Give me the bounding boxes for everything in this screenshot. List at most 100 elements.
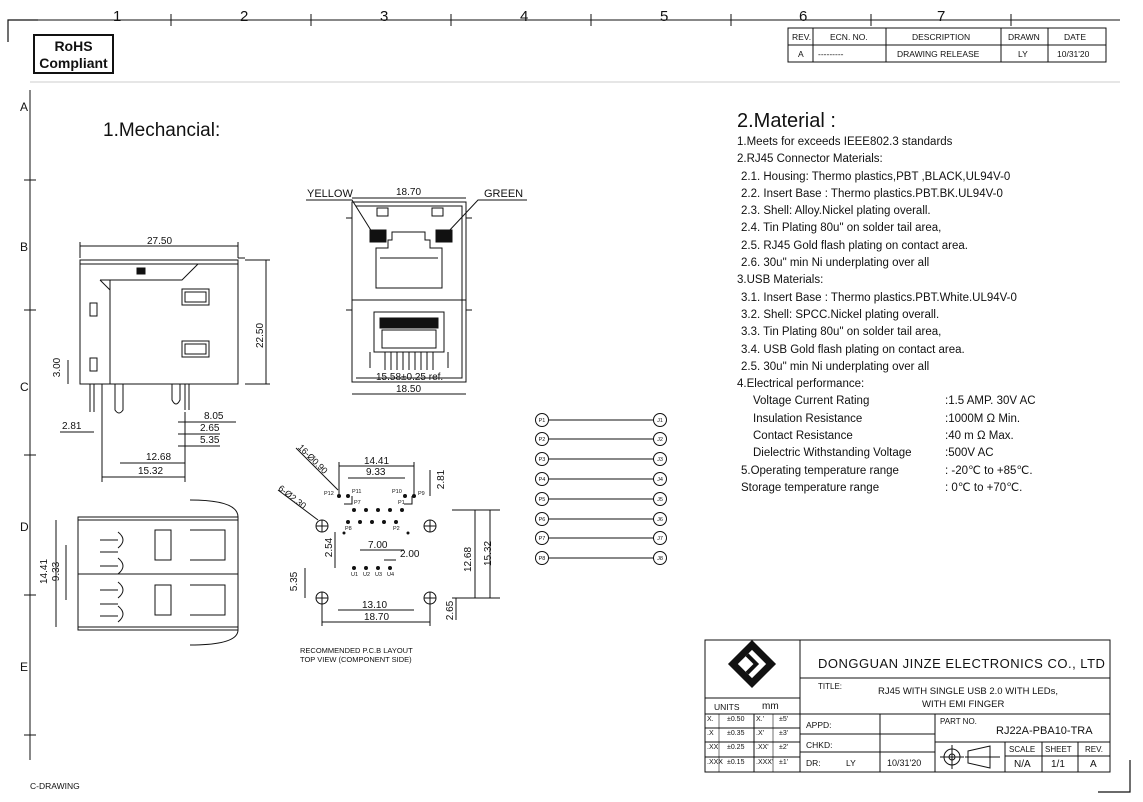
company-name: DONGGUAN JINZE ELECTRONICS CO., LTD [818, 656, 1106, 671]
ecn-header: ECN. NO. [830, 32, 868, 42]
spec-value: :40 m Ω Max. [945, 430, 1014, 443]
grid-label: 3 [380, 8, 389, 25]
pin-label: P1 [398, 500, 405, 506]
dim-281: 2.81 [62, 421, 82, 432]
drawn-date: 10/31'20 [887, 758, 922, 768]
dim-1441: 14.41 [39, 558, 51, 585]
description-value: DRAWING RELEASE [897, 49, 980, 59]
spec-value: :1000M Ω Min. [945, 412, 1021, 425]
side-view [60, 242, 270, 482]
pin-label: P9 [418, 491, 425, 497]
grid-label: A [20, 100, 29, 114]
dr-label: DR: [806, 758, 821, 768]
spec-label: 5.Operating temperature range [741, 464, 899, 477]
grid-left-ticks [24, 90, 36, 760]
scale-value: N/A [1014, 759, 1031, 770]
sheet-label: SHEET [1045, 745, 1072, 754]
spec-row: Contact Resistance:40 m Ω Max. [737, 428, 1137, 445]
chkd-label: CHKD: [806, 740, 833, 750]
tolerance-cell: ±1' [779, 759, 789, 766]
material-lines: 1.Meets for exceeds IEEE802.3 standards 2… [737, 134, 1137, 393]
part-number: RJ22A-PBA10-TRA [996, 725, 1093, 737]
tolerance-cell: X. [707, 716, 714, 723]
rev-header: REV. [792, 32, 812, 42]
temperature-specs: 5.Operating temperature range : -20℃ to +… [737, 463, 1137, 498]
pcb-caption: RECOMMENDED P.C.B LAYOUT TOP VIEW (COMPO… [300, 646, 413, 664]
tolerance-cell: .XXX' [756, 759, 774, 766]
tolerance-cell: X.' [756, 716, 764, 723]
drawn-by: LY [846, 758, 856, 768]
dim-width: 27.50 [147, 236, 173, 247]
tolerance-cell: ±3' [779, 730, 789, 737]
led-yellow-label: YELLOW [307, 188, 353, 200]
revision-table-lines [787, 27, 1107, 63]
dim-1532: 15.32 [138, 466, 164, 477]
tolerance-cell: .XXX [707, 759, 723, 766]
spec-row: Insulation Resistance :1000M Ω Min. [737, 411, 1137, 428]
spec-label: Dielectric Withstanding Voltage [753, 447, 912, 460]
date-header: DATE [1064, 32, 1087, 42]
material-line: 2.1. Housing: Thermo plastics,PBT ,BLACK… [741, 170, 1011, 183]
appd-label: APPD: [806, 720, 832, 730]
material-line: 2.RJ45 Connector Materials: [737, 153, 883, 166]
led-green-label: GREEN [484, 188, 524, 200]
rohs-line2: Compliant [39, 55, 108, 71]
tolerance-cell: .X [707, 730, 714, 737]
dim-height: 22.50 [255, 322, 267, 349]
ecn-value: --------- [818, 49, 844, 59]
grid-label: 7 [937, 8, 946, 25]
title-line1: RJ45 WITH SINGLE USB 2.0 WITH LEDs, [878, 686, 1059, 697]
company-logo [727, 639, 777, 689]
spec-label: Voltage Current Rating [753, 395, 870, 408]
dim-front-bottom: 18.50 [396, 384, 422, 395]
grid-top-ticks [30, 14, 1120, 26]
tolerance-cell: ±0.25 [727, 744, 745, 751]
sheet-value: 1/1 [1051, 759, 1065, 770]
pin-label: P2 [393, 526, 400, 532]
tolerance-cell: ±0.35 [727, 730, 745, 737]
grid-label: 6 [799, 8, 808, 25]
dim-pcb-1532: 15.32 [483, 540, 495, 567]
grid-label: 2 [240, 8, 249, 25]
spec-value: : -20℃ to +85℃. [945, 464, 1033, 477]
dim-front-top: 18.70 [396, 187, 422, 198]
pin-label: U3 [375, 572, 383, 578]
tolerance-cell: .XX' [756, 744, 769, 751]
grid-label: C [20, 380, 29, 394]
material-line: 2.5. RJ45 Gold flash plating on contact … [741, 239, 968, 252]
drawn-value: LY [1018, 49, 1028, 59]
pin-label: U2 [363, 572, 371, 578]
dim-pcb-1268: 12.68 [463, 546, 475, 573]
units-value: mm [762, 701, 779, 712]
description-header: DESCRIPTION [912, 32, 971, 42]
title-label: TITLE: [818, 682, 843, 691]
dim-pcb-254: 2.54 [324, 537, 336, 558]
electrical-specs: Voltage Current Rating :1.5 AMP. 30V AC In… [737, 393, 1137, 462]
rev-value: A [798, 49, 804, 59]
dim-pcb-700: 7.00 [368, 540, 388, 551]
pin-label: U4 [387, 572, 395, 578]
material-heading: 2.Material : [737, 110, 836, 132]
pcb-caption-line1: RECOMMENDED P.C.B LAYOUT [300, 646, 413, 655]
grid-label: 4 [520, 8, 529, 25]
spec-value: :500V AC [945, 447, 994, 460]
dim-pcb-1870: 18.70 [364, 612, 390, 623]
tolerance-cell: .X' [756, 730, 764, 737]
tolerance-cell: ±2' [779, 744, 789, 751]
material-line: 1.Meets for exceeds IEEE802.3 standards [737, 136, 953, 148]
material-line: 3.3. Tin Plating 80u" on solder tail are… [741, 326, 942, 339]
material-line: 3.1. Insert Base : Thermo plastics.PBT.W… [741, 291, 1017, 304]
dim-pcb-265: 2.65 [445, 600, 457, 621]
grid-label: B [20, 240, 29, 254]
spec-label: Insulation Resistance [753, 412, 863, 425]
dim-pin-span: 15.58±0.25 ref. [376, 372, 444, 383]
tolerance-cell: ±0.50 [727, 716, 745, 723]
title-block-lines [704, 639, 1111, 773]
drawing-type-label: C-DRAWING [30, 781, 80, 791]
pin-label: P12 [324, 491, 334, 497]
spec-value: :1.5 AMP. 30V AC [945, 395, 1036, 408]
material-line: 2.3. Shell: Alloy.Nickel plating overall… [741, 205, 931, 218]
material-line: 3.USB Materials: [737, 274, 824, 287]
dim-pcb-535: 5.35 [289, 571, 301, 592]
